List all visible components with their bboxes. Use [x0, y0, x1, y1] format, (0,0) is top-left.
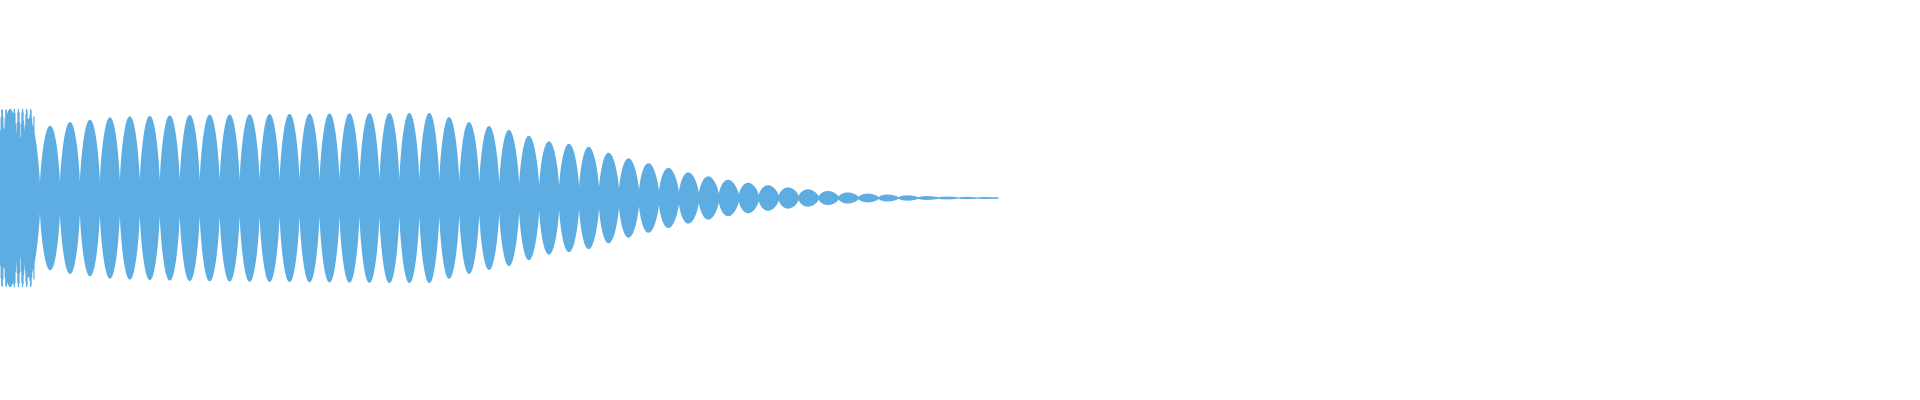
waveform-area	[0, 109, 999, 287]
waveform-series	[0, 108, 999, 288]
